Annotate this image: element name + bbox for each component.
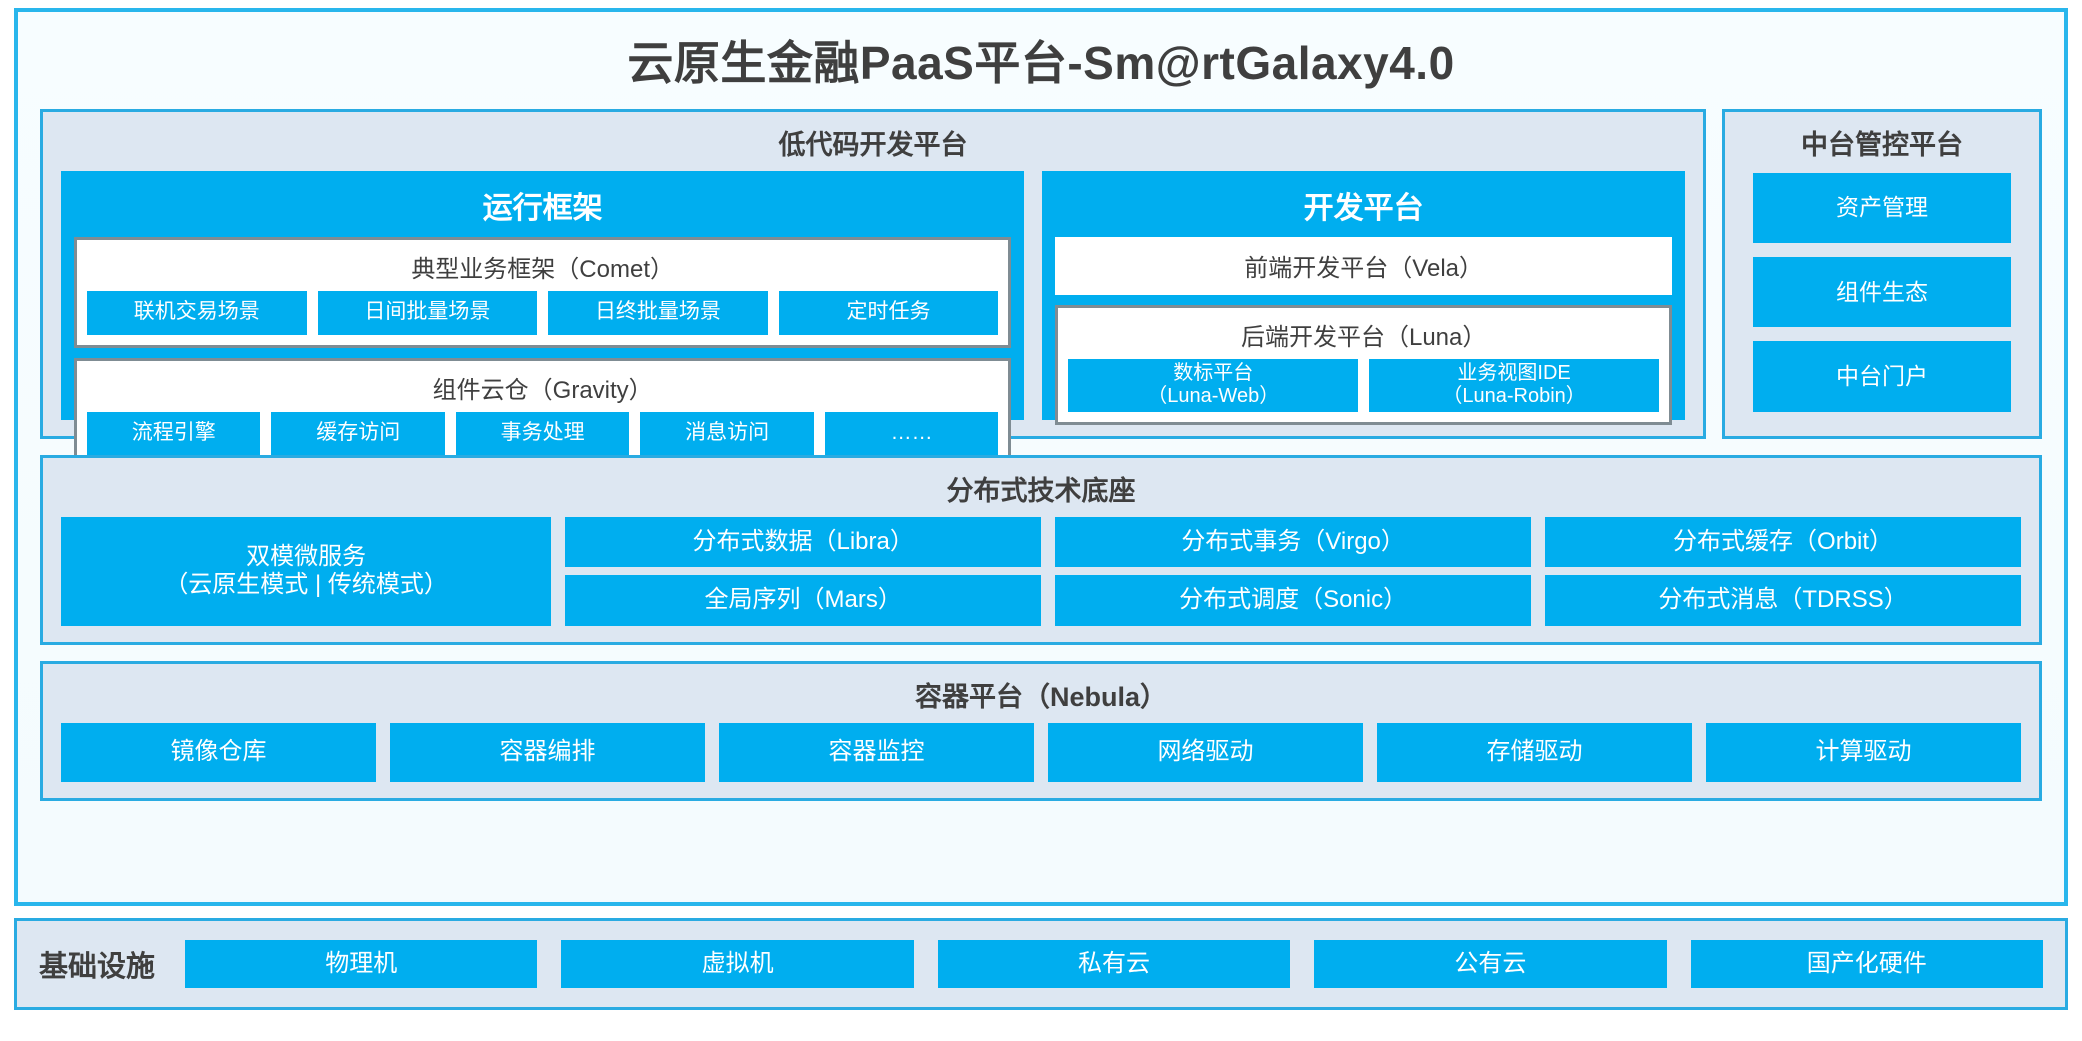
container-platform-panel: 容器平台（Nebula） 镜像仓库 容器编排 容器监控 网络驱动 存储驱动 计算… xyxy=(40,660,2042,801)
distributed-base-panel: 分布式技术底座 双模微服务 （云原生模式 | 传统模式） 分布式数据（Libra… xyxy=(40,454,2042,645)
container-item-monitoring[interactable]: 容器监控 xyxy=(719,722,1034,782)
luna-robin-line1: 业务视图IDE xyxy=(1457,361,1571,384)
container-item-storage-driver[interactable]: 存储驱动 xyxy=(1377,722,1692,782)
gravity-items: 流程引擎 缓存访问 事务处理 消息访问 …… xyxy=(87,411,999,456)
midcontrol-platform-items: 资产管理 组件生态 中台门户 xyxy=(1725,171,2039,436)
luna-backend-items: 数标平台 （Luna-Web） 业务视图IDE （Luna-Robin） xyxy=(1068,358,1660,412)
comet-item-intraday-batch[interactable]: 日间批量场景 xyxy=(317,290,538,335)
vela-frontend-card[interactable]: 前端开发平台（Vela） xyxy=(1055,236,1672,295)
container-item-compute-driver[interactable]: 计算驱动 xyxy=(1706,722,2021,782)
luna-backend-card: 后端开发平台（Luna） 数标平台 （Luna-Web） xyxy=(1055,304,1672,425)
container-platform-items: 镜像仓库 容器编排 容器监控 网络驱动 存储驱动 计算驱动 xyxy=(43,722,2039,798)
microservice-line1: 双模微服务 xyxy=(246,542,367,570)
runtime-framework-title: 运行框架 xyxy=(482,191,603,225)
distributed-item-mars[interactable]: 全局序列（Mars） xyxy=(565,575,1042,626)
distributed-item-orbit[interactable]: 分布式缓存（Orbit） xyxy=(1545,516,2022,568)
infrastructure-panel: 基础设施 物理机 虚拟机 私有云 公有云 国产化硬件 xyxy=(14,918,2068,1010)
comet-items: 联机交易场景 日间批量场景 日终批量场景 定时任务 xyxy=(87,290,999,335)
gravity-item-cache-access[interactable]: 缓存访问 xyxy=(271,411,445,456)
distributed-item-sonic[interactable]: 分布式调度（Sonic） xyxy=(1055,575,1532,626)
distributed-item-dual-mode-microservice[interactable]: 双模微服务 （云原生模式 | 传统模式） xyxy=(61,516,552,626)
gravity-item-ellipsis[interactable]: …… xyxy=(824,411,999,456)
container-item-image-registry[interactable]: 镜像仓库 xyxy=(61,722,376,782)
runtime-framework-block: 运行框架 典型业务框架（Comet） 联机交易场景 日间批量场景 日终批量场景 … xyxy=(61,170,1025,469)
distributed-base-title: 分布式技术底座 xyxy=(946,475,1136,506)
midcontrol-platform-panel: 中台管控平台 资产管理 组件生态 中台门户 xyxy=(1722,108,2042,439)
infrastructure-item-virtual-machine[interactable]: 虚拟机 xyxy=(561,940,914,988)
midcontrol-item-component-ecosystem[interactable]: 组件生态 xyxy=(1753,256,2011,328)
midcontrol-item-asset-management[interactable]: 资产管理 xyxy=(1753,172,2011,243)
infrastructure-item-physical-machine[interactable]: 物理机 xyxy=(185,940,538,988)
platform-main-card: 云原生金融PaaS平台-Sm@rtGalaxy4.0 低代码开发平台 运行框架 … xyxy=(14,8,2068,906)
lowcode-platform-title: 低代码开发平台 xyxy=(778,129,968,160)
luna-item-luna-web[interactable]: 数标平台 （Luna-Web） xyxy=(1068,358,1359,412)
midcontrol-item-portal[interactable]: 中台门户 xyxy=(1753,341,2011,412)
infrastructure-items: 物理机 虚拟机 私有云 公有云 国产化硬件 xyxy=(185,940,2043,988)
top-row: 低代码开发平台 运行框架 典型业务框架（Comet） 联机交易场景 日间批量场景… xyxy=(40,108,2042,469)
distributed-item-virgo[interactable]: 分布式事务（Virgo） xyxy=(1055,516,1532,568)
comet-item-eod-batch[interactable]: 日终批量场景 xyxy=(548,290,768,335)
container-platform-title: 容器平台（Nebula） xyxy=(914,681,1168,712)
container-item-orchestration[interactable]: 容器编排 xyxy=(390,722,705,782)
midcontrol-platform-title: 中台管控平台 xyxy=(1801,129,1963,160)
luna-web-line1: 数标平台 xyxy=(1173,361,1254,384)
comet-card: 典型业务框架（Comet） 联机交易场景 日间批量场景 日终批量场景 定时任务 xyxy=(74,236,1012,348)
infrastructure-item-private-cloud[interactable]: 私有云 xyxy=(937,940,1291,988)
distributed-col-2: 分布式事务（Virgo） 分布式调度（Sonic） xyxy=(1055,516,1532,626)
development-platform-title: 开发平台 xyxy=(1303,191,1424,225)
gravity-item-transaction[interactable]: 事务处理 xyxy=(455,411,630,456)
distributed-col-3: 分布式缓存（Orbit） 分布式消息（TDRSS） xyxy=(1545,516,2022,626)
comet-item-scheduled-task[interactable]: 定时任务 xyxy=(778,290,999,335)
gravity-item-message-access[interactable]: 消息访问 xyxy=(640,411,814,456)
gravity-item-process-engine[interactable]: 流程引擎 xyxy=(87,411,261,456)
gravity-title: 组件云仓（Gravity） xyxy=(432,376,653,404)
microservice-line2: （云原生模式 | 传统模式） xyxy=(164,571,448,599)
distributed-item-libra[interactable]: 分布式数据（Libra） xyxy=(565,516,1042,568)
distributed-item-tdrss[interactable]: 分布式消息（TDRSS） xyxy=(1545,575,2022,626)
development-platform-block: 开发平台 前端开发平台（Vela） 后端开发平台（Luna） 数标平台 （Lun… xyxy=(1042,170,1685,425)
distributed-base-body: 双模微服务 （云原生模式 | 传统模式） 分布式数据（Libra） 全局序列（M… xyxy=(43,516,2039,642)
comet-item-online-trade[interactable]: 联机交易场景 xyxy=(87,290,307,335)
container-item-network-driver[interactable]: 网络驱动 xyxy=(1048,722,1363,782)
luna-web-line2: （Luna-Web） xyxy=(1147,385,1280,408)
luna-robin-line2: （Luna-Robin） xyxy=(1442,385,1586,408)
infrastructure-item-domestic-hardware[interactable]: 国产化硬件 xyxy=(1690,940,2043,988)
luna-backend-title: 后端开发平台（Luna） xyxy=(1240,323,1487,351)
lowcode-platform-panel: 低代码开发平台 运行框架 典型业务框架（Comet） 联机交易场景 日间批量场景… xyxy=(40,108,1706,469)
comet-title: 典型业务框架（Comet） xyxy=(411,255,674,283)
distributed-microservice-col: 双模微服务 （云原生模式 | 传统模式） xyxy=(61,516,552,626)
gravity-card: 组件云仓（Gravity） 流程引擎 缓存访问 事务处理 消息访问 …… xyxy=(74,357,1012,469)
lowcode-platform-body: 运行框架 典型业务框架（Comet） 联机交易场景 日间批量场景 日终批量场景 … xyxy=(43,170,1703,469)
infrastructure-item-public-cloud[interactable]: 公有云 xyxy=(1314,940,1667,988)
page-title: 云原生金融PaaS平台-Sm@rtGalaxy4.0 xyxy=(627,37,1455,89)
infrastructure-label: 基础设施 xyxy=(39,951,156,983)
distributed-col-1: 分布式数据（Libra） 全局序列（Mars） xyxy=(565,516,1042,626)
luna-item-luna-robin[interactable]: 业务视图IDE （Luna-Robin） xyxy=(1369,358,1660,412)
